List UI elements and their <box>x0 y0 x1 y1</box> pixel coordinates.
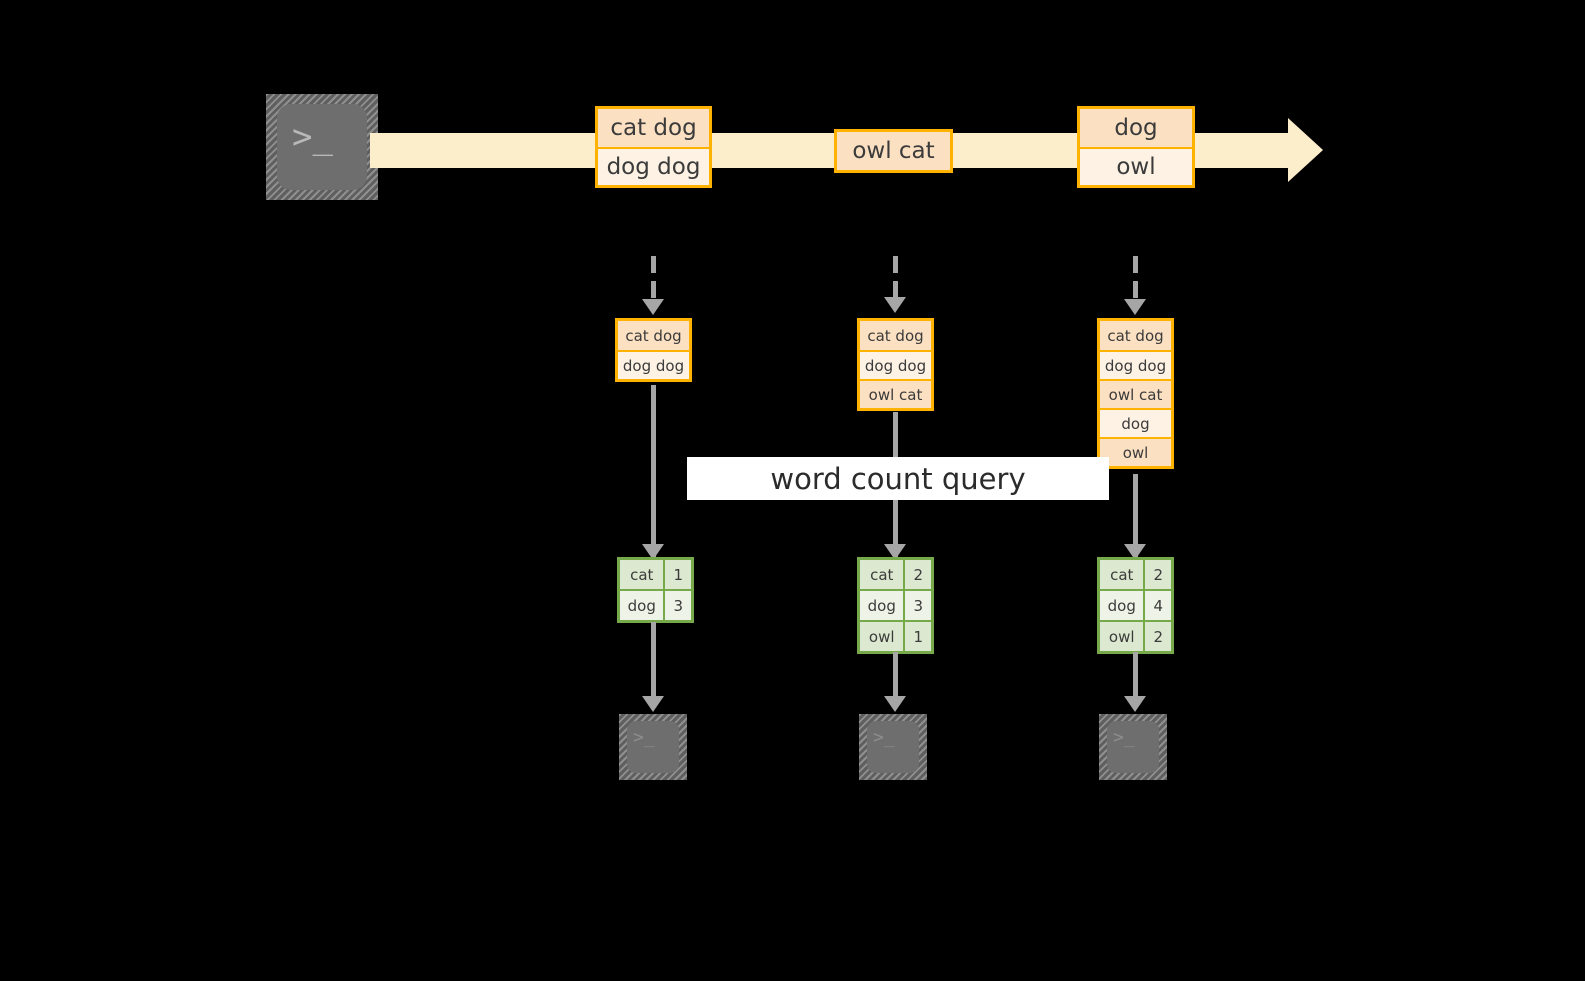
snapshot-input-line: cat dog <box>618 321 689 350</box>
terminal-body <box>627 721 679 773</box>
result-count: 2 <box>1143 560 1171 589</box>
terminal-body <box>867 721 919 773</box>
down-arrow-icon <box>884 696 906 712</box>
stream-event-line: dog dog <box>598 147 709 185</box>
result-count: 2 <box>1143 622 1171 651</box>
table-row: cat 1 <box>620 560 691 589</box>
stream-event-line: owl cat <box>837 132 950 170</box>
table-row: dog 3 <box>860 589 931 620</box>
snapshot-input-line: owl <box>1100 437 1171 466</box>
stream-event-line: cat dog <box>598 109 709 147</box>
terminal-prompt-glyph: >_ <box>292 117 333 157</box>
snapshot-input-box[interactable]: cat dog dog dog owl cat dog owl <box>1097 318 1174 469</box>
down-arrow-icon <box>642 299 664 315</box>
result-to-consumer-connector <box>1133 652 1138 704</box>
terminal-body <box>1107 721 1159 773</box>
snapshot-input-line: dog dog <box>1100 350 1171 379</box>
query-label-banner: word count query <box>687 457 1109 500</box>
terminal-body <box>277 104 367 190</box>
stream-to-snapshot-connector <box>893 256 898 302</box>
result-word: owl <box>1100 622 1144 651</box>
result-table[interactable]: cat 1 dog 3 <box>617 557 694 623</box>
down-arrow-icon <box>642 696 664 712</box>
snapshot-input-line: cat dog <box>1100 321 1171 350</box>
down-arrow-icon <box>642 544 664 560</box>
snapshot-input-line: owl cat <box>860 379 931 408</box>
producer-terminal-icon[interactable]: >_ <box>266 94 378 200</box>
result-word: cat <box>860 560 904 589</box>
snapshot-input-line: dog <box>1100 408 1171 437</box>
snapshot-input-line: owl cat <box>1100 379 1171 408</box>
terminal-prompt-glyph: >_ <box>633 727 655 748</box>
stream-event-line: owl <box>1080 147 1192 185</box>
terminal-prompt-glyph: >_ <box>873 727 895 748</box>
stream-event-box[interactable]: cat dog dog dog <box>595 106 712 188</box>
stream-event-line: dog <box>1080 109 1192 147</box>
result-word: cat <box>1100 560 1144 589</box>
result-word: cat <box>620 560 664 589</box>
result-word: owl <box>860 622 904 651</box>
table-row: cat 2 <box>860 560 931 589</box>
snapshot-input-line: dog dog <box>860 350 931 379</box>
stream-event-box[interactable]: owl cat <box>834 129 953 173</box>
result-to-consumer-connector <box>651 622 656 704</box>
down-arrow-icon <box>884 544 906 560</box>
result-to-consumer-connector <box>893 652 898 704</box>
query-connector <box>1133 474 1138 560</box>
down-arrow-icon <box>1124 544 1146 560</box>
snapshot-input-line: dog dog <box>618 350 689 379</box>
table-row: owl 1 <box>860 620 931 651</box>
table-row: dog 3 <box>620 589 691 620</box>
result-count: 1 <box>663 560 691 589</box>
result-table[interactable]: cat 2 dog 3 owl 1 <box>857 557 934 654</box>
snapshot-input-box[interactable]: cat dog dog dog owl cat <box>857 318 934 411</box>
table-row: owl 2 <box>1100 620 1171 651</box>
stream-event-box[interactable]: dog owl <box>1077 106 1195 188</box>
stream-to-snapshot-connector <box>651 256 656 304</box>
snapshot-input-box[interactable]: cat dog dog dog <box>615 318 692 382</box>
stream-to-snapshot-connector <box>1133 256 1138 304</box>
table-row: cat 2 <box>1100 560 1171 589</box>
result-count: 1 <box>903 622 931 651</box>
consumer-terminal-icon[interactable]: >_ <box>619 714 687 780</box>
consumer-terminal-icon[interactable]: >_ <box>1099 714 1167 780</box>
result-word: dog <box>1100 591 1144 620</box>
result-count: 2 <box>903 560 931 589</box>
snapshot-input-line: cat dog <box>860 321 931 350</box>
result-word: dog <box>620 591 664 620</box>
down-arrow-icon <box>1124 299 1146 315</box>
down-arrow-icon <box>1124 696 1146 712</box>
result-count: 3 <box>663 591 691 620</box>
consumer-terminal-icon[interactable]: >_ <box>859 714 927 780</box>
query-connector <box>651 385 656 560</box>
result-table[interactable]: cat 2 dog 4 owl 2 <box>1097 557 1174 654</box>
down-arrow-icon <box>884 297 906 313</box>
terminal-prompt-glyph: >_ <box>1113 727 1135 748</box>
result-word: dog <box>860 591 904 620</box>
result-count: 4 <box>1143 591 1171 620</box>
table-row: dog 4 <box>1100 589 1171 620</box>
result-count: 3 <box>903 591 931 620</box>
stream-arrow-head-icon <box>1288 118 1323 182</box>
